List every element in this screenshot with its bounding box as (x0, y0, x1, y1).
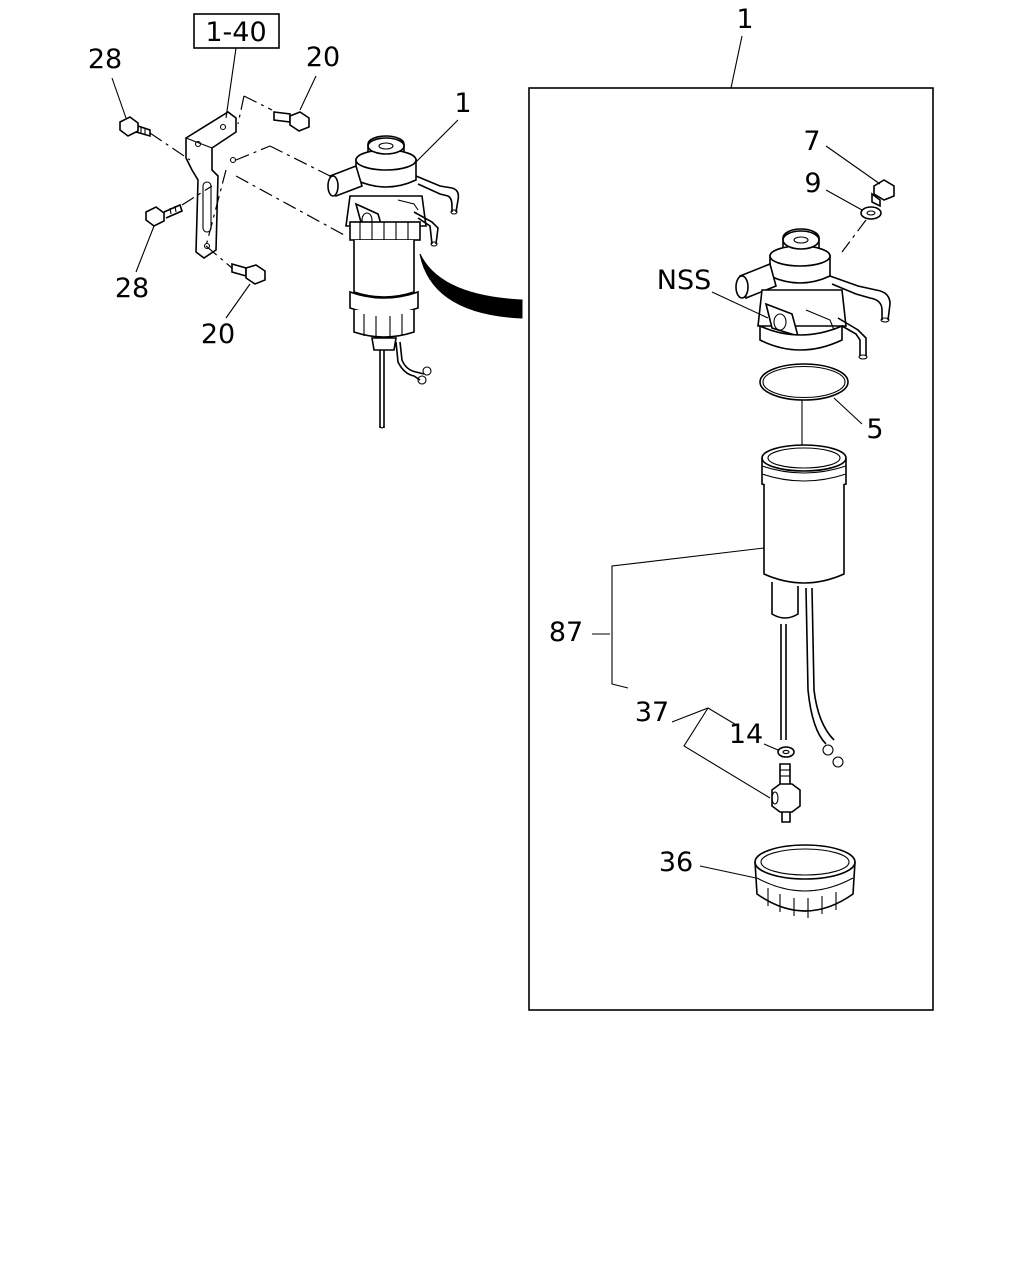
leader-20-top (299, 75, 317, 111)
leader-9 (825, 189, 863, 211)
bracket-87 (611, 547, 765, 689)
label-28-top: 28 (88, 44, 122, 75)
part-9-washer[interactable] (860, 206, 882, 220)
label-36: 36 (659, 847, 693, 878)
bolt-28-bottom[interactable] (145, 203, 183, 227)
label-9: 9 (804, 168, 821, 199)
label-1-right: 1 (736, 4, 753, 35)
part-nss-filter-head[interactable] (735, 228, 891, 360)
mounting-bracket (185, 111, 237, 259)
label-20-top: 20 (306, 42, 340, 73)
leader-28-bottom (135, 225, 155, 273)
axis-28-bottom (181, 185, 213, 206)
bolt-28-top[interactable] (119, 116, 151, 138)
leader-1-right (730, 35, 743, 89)
part-7-plug[interactable] (871, 179, 895, 208)
axis-28-top (149, 132, 191, 161)
label-7: 7 (803, 126, 820, 157)
reference-label: 1-40 (205, 17, 266, 48)
label-nss: NSS (657, 265, 711, 296)
label-1-left: 1 (454, 88, 471, 119)
detail-frame (528, 87, 934, 1011)
part-87-filter-bowl[interactable] (761, 444, 847, 768)
reference-leader (225, 47, 237, 119)
axis-20-bottom (205, 245, 233, 269)
part-37-drain-sensor[interactable] (771, 763, 801, 823)
label-20-bottom: 20 (201, 319, 235, 350)
leader-7 (825, 145, 881, 185)
fuel-filter-assembly-mounted[interactable] (327, 135, 460, 429)
reference-box[interactable]: 1-40 (193, 13, 280, 49)
leader-36 (699, 865, 757, 879)
leader-5 (833, 397, 863, 425)
bolt-20-top[interactable] (273, 111, 310, 132)
part-5-o-ring[interactable] (759, 363, 849, 401)
leader-nss (711, 291, 769, 319)
detail-arrow (419, 253, 523, 319)
leader-28-top (111, 77, 127, 119)
label-37: 37 (635, 697, 669, 728)
bolt-20-bottom[interactable] (231, 262, 266, 285)
axis-20-top (243, 95, 273, 111)
leader-14 (763, 743, 779, 751)
part-36-retaining-ring[interactable] (754, 844, 856, 918)
part-14-seal[interactable] (777, 746, 795, 758)
leader-20-bottom (225, 283, 251, 319)
label-87: 87 (549, 617, 583, 648)
bracket-37-bottom (683, 707, 771, 799)
leader-1-left (415, 119, 459, 163)
label-5: 5 (866, 414, 883, 445)
label-28-bottom: 28 (115, 273, 149, 304)
label-14: 14 (729, 719, 763, 750)
